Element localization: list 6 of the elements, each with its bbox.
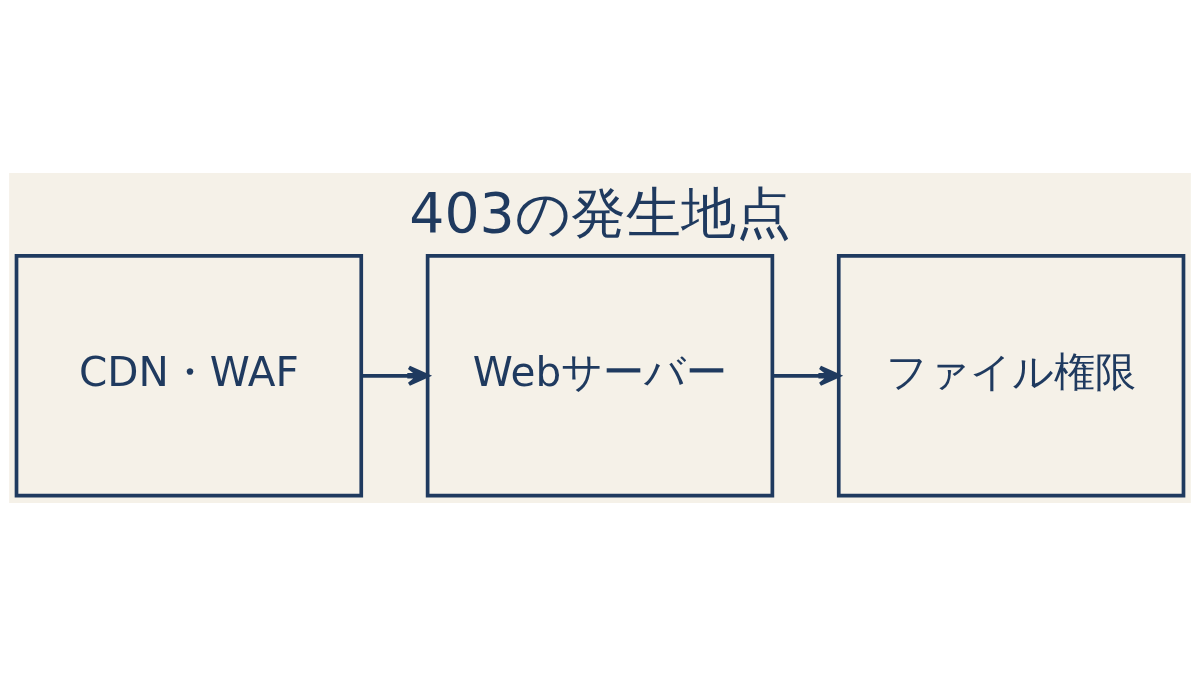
arrow bbox=[361, 365, 430, 386]
node-box: CDN・WAF bbox=[14, 253, 364, 497]
arrow bbox=[772, 365, 841, 386]
node-box: Webサーバー bbox=[425, 253, 775, 497]
node-box: ファイル権限 bbox=[836, 253, 1186, 497]
diagram-title: 403の発生地点 bbox=[409, 180, 791, 245]
